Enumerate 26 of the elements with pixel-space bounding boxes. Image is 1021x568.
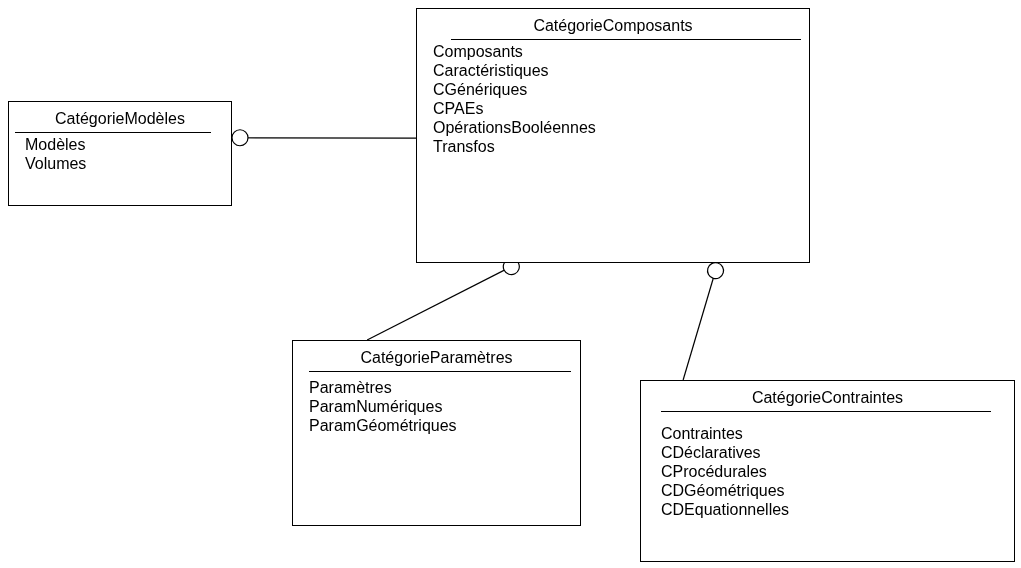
- class-name: CatégorieModèles: [54, 109, 186, 129]
- class-box: [640, 380, 1015, 562]
- attribute-text: CDGéométriques: [661, 481, 786, 500]
- class-box: [416, 8, 810, 263]
- attribute-text: CPAEs: [433, 99, 485, 118]
- attribute-text: OpérationsBooléennes: [433, 118, 597, 137]
- class-name: CatégorieContraintes: [750, 388, 905, 408]
- class-box: [292, 340, 581, 526]
- class-name: CatégorieComposants: [532, 16, 694, 36]
- attribute-text: CDéclaratives: [661, 443, 762, 462]
- attribute-text: Paramètres: [309, 378, 393, 397]
- attribute-text: CGénériques: [433, 80, 529, 99]
- attribute-text: Caractéristiques: [433, 61, 550, 80]
- attribute-text: ParamNumériques: [309, 397, 444, 416]
- class-box: [8, 101, 232, 206]
- attribute-text: Composants: [433, 42, 524, 61]
- attribute-text: ParamGéométriques: [309, 416, 458, 435]
- attribute-text: CDEquationnelles: [661, 500, 791, 519]
- connector-line: [231, 129, 417, 147]
- attribute-text: Transfos: [433, 137, 496, 156]
- attribute-text: Modèles: [25, 135, 87, 154]
- attribute-text: Volumes: [25, 154, 88, 173]
- connector-line: [682, 262, 725, 381]
- class-name: CatégorieParamètres: [359, 348, 514, 368]
- attribute-text: CProcédurales: [661, 462, 768, 481]
- attribute-text: Contraintes: [661, 424, 744, 443]
